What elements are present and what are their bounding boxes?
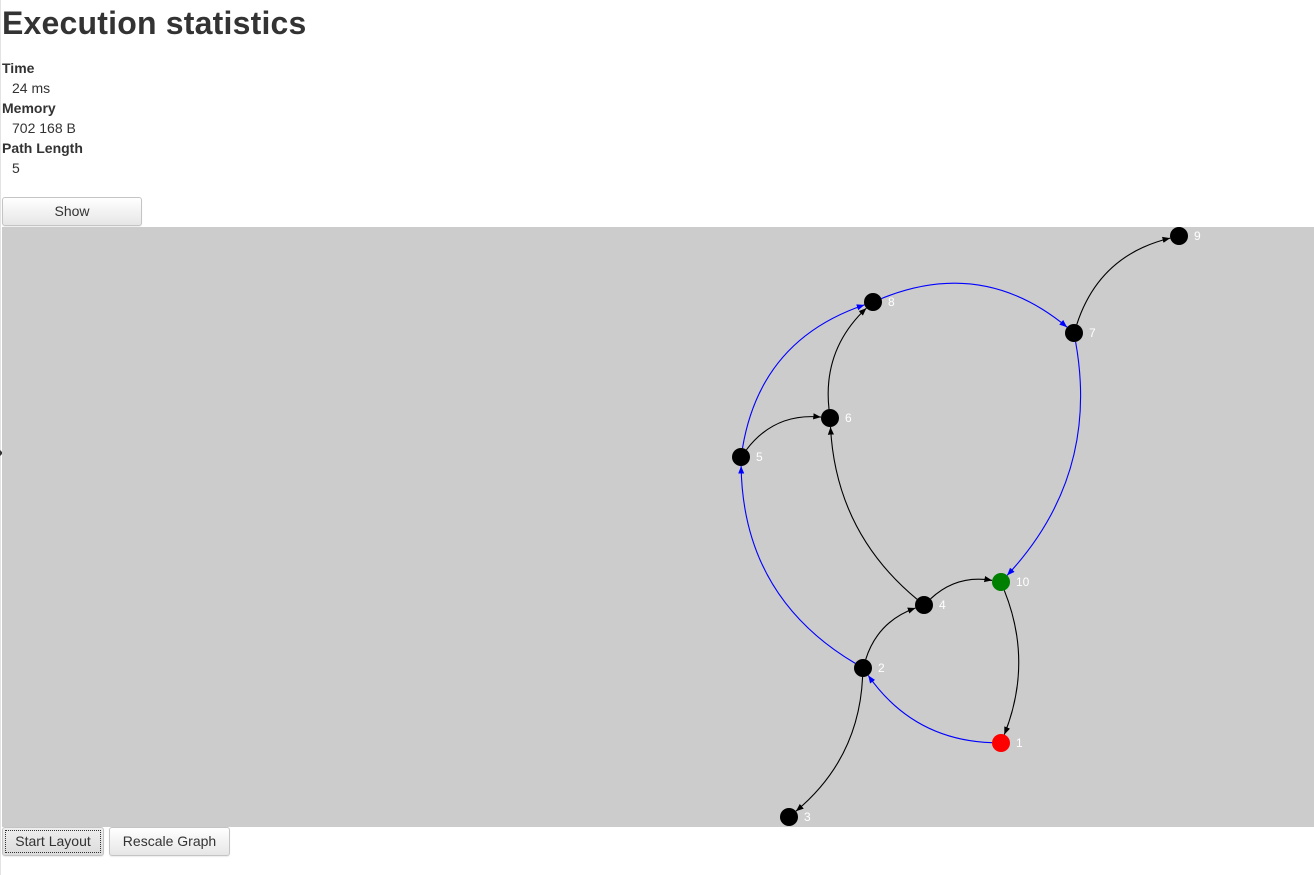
edge-2-to-5 xyxy=(738,465,856,664)
graph-node-7[interactable]: 7 xyxy=(1065,324,1096,342)
start-layout-button[interactable]: Start Layout xyxy=(2,827,104,856)
node-4-label: 4 xyxy=(939,598,946,612)
node-7-circle[interactable] xyxy=(1065,324,1083,342)
node-6-circle[interactable] xyxy=(821,409,839,427)
edge-7-to-10 xyxy=(1006,341,1082,576)
graph-node-10[interactable]: 10 xyxy=(992,573,1030,591)
graph-node-4[interactable]: 4 xyxy=(915,596,946,614)
graph-node-6[interactable]: 6 xyxy=(821,409,852,427)
node-1-label: 1 xyxy=(1016,736,1023,750)
graph-node-1[interactable]: 1 xyxy=(992,734,1023,752)
edge-10-to-1 xyxy=(1003,590,1020,735)
node-3-label: 3 xyxy=(804,810,811,824)
node-5-circle[interactable] xyxy=(732,448,750,466)
edge-8-to-7 xyxy=(881,282,1068,328)
node-2-label: 2 xyxy=(878,661,885,675)
edge-5-to-8 xyxy=(741,304,865,449)
graph-edges xyxy=(738,236,1171,812)
node-10-label: 10 xyxy=(1016,575,1030,589)
memory-label: Memory xyxy=(2,100,56,116)
node-8-label: 8 xyxy=(888,295,895,309)
node-9-label: 9 xyxy=(1194,229,1201,243)
memory-value: 702 168 B xyxy=(12,120,76,136)
edge-4-to-6 xyxy=(827,426,918,600)
graph-node-3[interactable]: 3 xyxy=(780,808,811,826)
graph-visualization[interactable]: 1 2 3 4 5 6 7 8 9 10 xyxy=(2,227,1314,827)
edge-5-to-6 xyxy=(745,413,822,451)
graph-node-5[interactable]: 5 xyxy=(732,448,763,466)
node-3-circle[interactable] xyxy=(780,808,798,826)
collapse-caret-icon[interactable] xyxy=(0,450,3,456)
node-2-circle[interactable] xyxy=(854,659,872,677)
node-7-label: 7 xyxy=(1089,326,1096,340)
edge-2-to-3 xyxy=(795,676,864,812)
window-left-border xyxy=(0,0,1,875)
show-visualization-button[interactable]: Show visualization xyxy=(2,197,142,246)
node-9-circle[interactable] xyxy=(1170,227,1188,245)
node-4-circle[interactable] xyxy=(915,596,933,614)
graph-node-9[interactable]: 9 xyxy=(1170,227,1201,245)
graph-nodes: 1 2 3 4 5 6 7 8 9 10 xyxy=(732,227,1201,826)
node-8-circle[interactable] xyxy=(864,293,882,311)
graph-node-2[interactable]: 2 xyxy=(854,659,885,677)
page-title: Execution statistics xyxy=(2,5,307,41)
node-6-label: 6 xyxy=(845,411,852,425)
graph-node-8[interactable]: 8 xyxy=(864,293,895,311)
node-1-circle[interactable] xyxy=(992,734,1010,752)
path-length-value: 5 xyxy=(12,160,20,176)
time-value: 24 ms xyxy=(12,80,51,96)
node-10-circle[interactable] xyxy=(992,573,1010,591)
time-label: Time xyxy=(2,60,35,76)
node-5-label: 5 xyxy=(756,450,763,464)
edge-4-to-10 xyxy=(930,576,993,600)
edge-7-to-9 xyxy=(1076,236,1171,325)
edge-2-to-4 xyxy=(865,607,916,660)
path-length-label: Path Length xyxy=(2,140,83,156)
edge-1-to-2 xyxy=(867,675,993,744)
statistics-list: Time 24 ms Memory 702 168 B Path Length … xyxy=(2,58,83,178)
edge-6-to-8 xyxy=(827,307,867,410)
graph-canvas[interactable]: 1 2 3 4 5 6 7 8 9 10 xyxy=(2,227,1314,827)
rescale-graph-button[interactable]: Rescale Graph xyxy=(109,827,230,856)
